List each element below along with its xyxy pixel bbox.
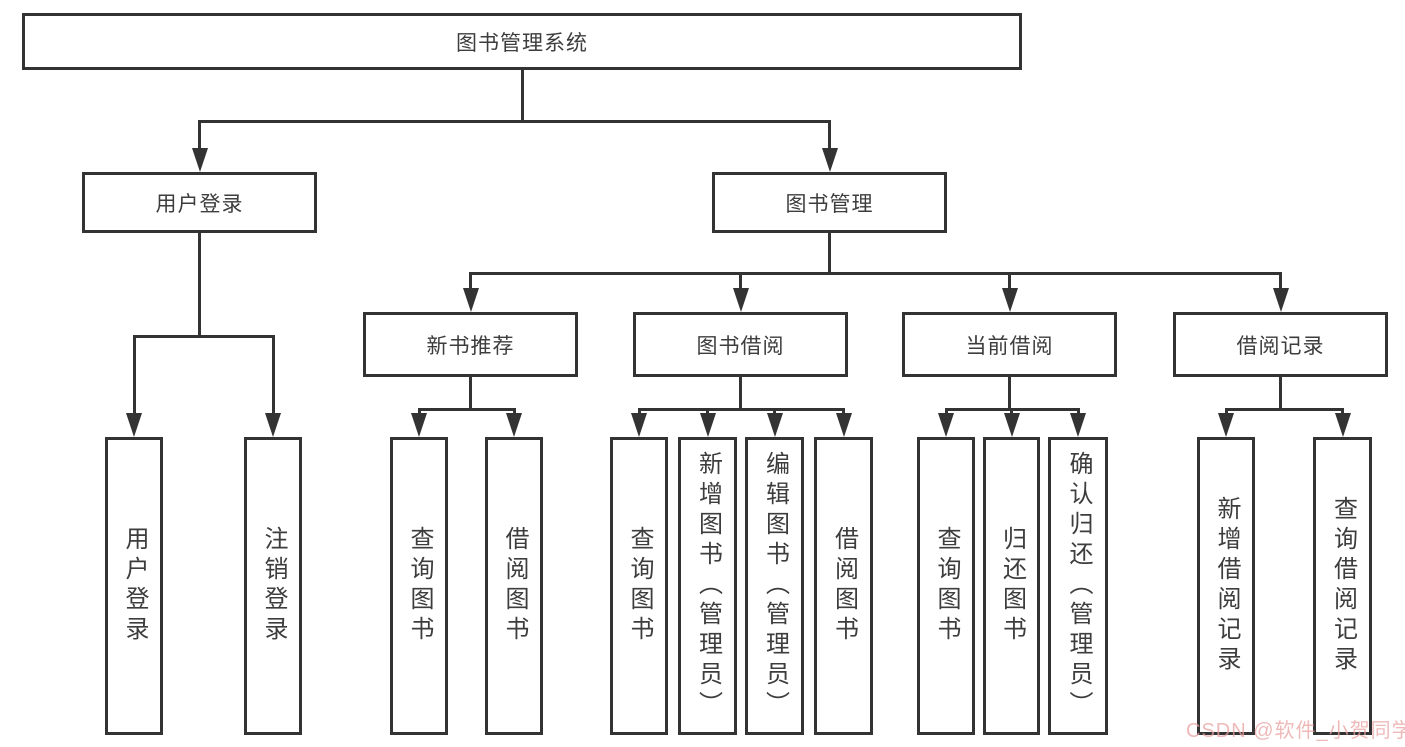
node-label-ul-login: 用户登录	[121, 526, 148, 646]
arrow-into-bb-borrow	[835, 413, 852, 437]
connector-stub-borrow-record	[1279, 377, 1282, 411]
connector-stub-current-borrow	[1008, 377, 1011, 411]
arrow-into-br-query	[1334, 413, 1351, 437]
diagram-node-nb-query: 查询图书	[390, 437, 448, 735]
arrow-into-bb-query	[631, 413, 647, 437]
connector-drop-ul-logout	[271, 335, 275, 419]
diagram-node-ul-login: 用户登录	[105, 437, 163, 735]
connector-stub-root	[520, 70, 524, 123]
node-label-cb-return: 归还图书	[998, 526, 1026, 646]
node-label-br-add: 新增借阅记录	[1213, 496, 1240, 676]
arrow-into-ul-logout	[265, 413, 281, 437]
arrow-into-ul-login	[126, 413, 142, 437]
arrow-into-cb-query	[938, 413, 954, 437]
node-label-user-login: 用户登录	[155, 192, 244, 216]
arrow-into-book-mgmt	[821, 148, 838, 172]
connector-bar-book-borrow	[637, 408, 845, 411]
connector-drop-user-login	[198, 120, 201, 154]
arrow-into-new-book-rec	[462, 288, 479, 312]
arrow-into-cb-return	[1003, 413, 1020, 437]
connector-stub-new-book-rec	[469, 377, 472, 411]
node-label-bb-edit: 编辑图书（管理员）	[761, 451, 789, 721]
connector-stub-book-borrow	[739, 377, 742, 411]
arrow-into-bb-edit	[766, 413, 783, 437]
diagram-node-current-borrow: 当前借阅	[902, 312, 1117, 377]
connector-stub-user-login	[198, 233, 201, 338]
diagram-node-bb-add: 新增图书（管理员）	[678, 437, 737, 735]
diagram-node-cb-return: 归还图书	[983, 437, 1040, 735]
arrow-into-user-login	[191, 148, 208, 172]
diagram-node-new-book-rec: 新书推荐	[363, 312, 578, 377]
node-label-new-book-rec: 新书推荐	[426, 334, 515, 358]
node-label-bb-borrow: 借阅图书	[830, 526, 858, 646]
diagram-node-user-login: 用户登录	[82, 172, 317, 233]
connector-drop-book-borrow	[739, 272, 742, 294]
diagram-node-borrow-record: 借阅记录	[1173, 312, 1388, 377]
arrow-into-cb-confirm	[1070, 413, 1086, 437]
csdn-watermark: CSDN @软件_小贺同学	[1186, 720, 1405, 742]
connector-bar-borrow-record	[1224, 408, 1344, 411]
connector-drop-new-book-rec	[469, 272, 472, 294]
connector-drop-current-borrow	[1008, 272, 1011, 294]
connector-bar-book-mgmt	[469, 272, 1282, 275]
diagram-node-book-mgmt: 图书管理	[712, 172, 947, 233]
diagram-node-bb-query: 查询图书	[610, 437, 668, 735]
diagram-node-nb-borrow: 借阅图书	[485, 437, 543, 735]
connector-bar-root	[198, 120, 831, 123]
arrow-into-nb-query	[411, 413, 427, 437]
node-label-borrow-record: 借阅记录	[1236, 334, 1325, 358]
arrow-into-borrow-record	[1272, 288, 1289, 312]
arrow-into-nb-borrow	[506, 413, 522, 437]
connector-drop-borrow-record	[1279, 272, 1282, 294]
diagram-node-bb-edit: 编辑图书（管理员）	[745, 437, 804, 735]
arrow-into-bb-add	[699, 413, 716, 437]
node-label-nb-query: 查询图书	[406, 526, 433, 646]
node-label-book-borrow: 图书借阅	[696, 334, 785, 358]
node-label-cb-confirm: 确认归还（管理员）	[1065, 451, 1092, 721]
node-label-cb-query: 查询图书	[933, 526, 960, 646]
arrow-into-br-add	[1218, 413, 1234, 437]
diagram-node-bb-borrow: 借阅图书	[814, 437, 873, 735]
node-label-bb-add: 新增图书（管理员）	[694, 451, 722, 721]
node-label-book-mgmt: 图书管理	[785, 192, 874, 216]
diagram-node-cb-confirm: 确认归还（管理员）	[1048, 437, 1108, 735]
node-label-nb-borrow: 借阅图书	[501, 526, 528, 646]
connector-drop-ul-login	[132, 335, 136, 419]
arrow-into-book-borrow	[732, 288, 749, 312]
diagram-node-br-add: 新增借阅记录	[1197, 437, 1255, 735]
node-label-bb-query: 查询图书	[626, 526, 653, 646]
diagram-node-book-borrow: 图书借阅	[633, 312, 848, 377]
diagram-node-ul-logout: 注销登录	[244, 437, 302, 735]
node-label-current-borrow: 当前借阅	[965, 334, 1054, 358]
node-label-ul-logout: 注销登录	[260, 526, 287, 646]
connector-stub-book-mgmt	[828, 233, 831, 275]
diagram-node-cb-query: 查询图书	[917, 437, 975, 735]
connector-bar-user-login	[132, 335, 275, 338]
node-label-root: 图书管理系统	[456, 31, 588, 55]
node-label-br-query: 查询借阅记录	[1329, 496, 1357, 676]
arrow-into-current-borrow	[1001, 288, 1018, 312]
connector-bar-new-book-rec	[417, 408, 516, 411]
connector-drop-book-mgmt	[828, 120, 831, 154]
diagram-node-root: 图书管理系统	[22, 13, 1022, 70]
diagram-node-br-query: 查询借阅记录	[1313, 437, 1372, 735]
